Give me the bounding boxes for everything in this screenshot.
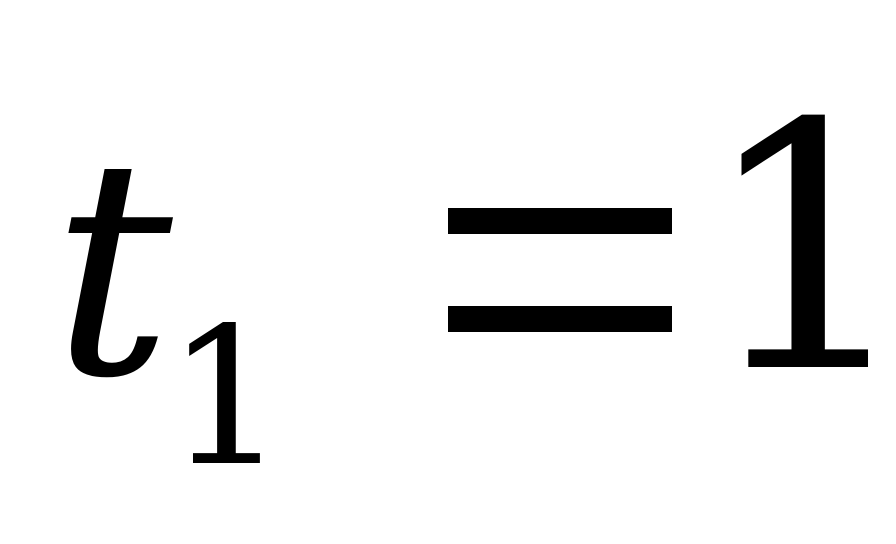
equals-bar-bottom: [448, 306, 672, 332]
equals-bar-top: [448, 208, 672, 234]
value-one: 1: [700, 52, 896, 448]
subscript-index: 1: [166, 287, 287, 508]
variable-t: t: [52, 95, 173, 444]
